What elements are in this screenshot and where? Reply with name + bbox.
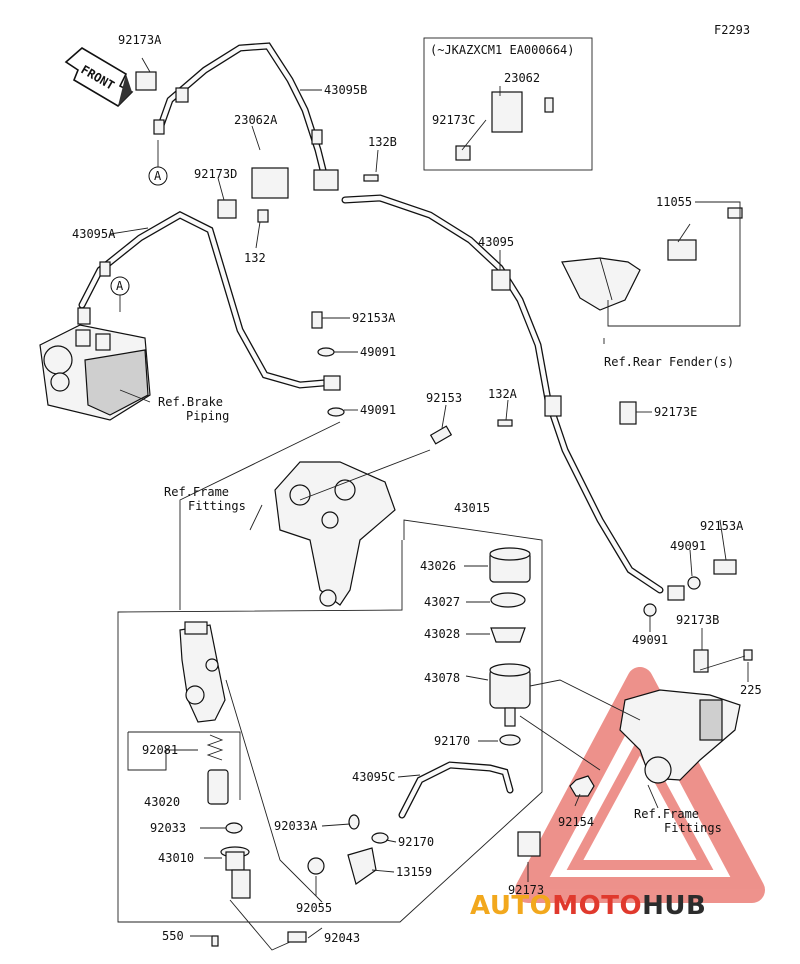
rear-fender-part	[561, 257, 641, 311]
label-43095: 43095	[478, 235, 514, 249]
label-92173C: 92173C	[432, 113, 475, 127]
label-43010: 43010	[158, 851, 194, 865]
label-92153: 92153	[426, 391, 462, 405]
label-92154: 92154	[558, 815, 594, 829]
label-23062: 23062	[504, 71, 540, 85]
label-92033A: 92033A	[274, 819, 318, 833]
label-43078: 43078	[424, 671, 460, 685]
label-43027: 43027	[424, 595, 460, 609]
label-225: 225	[740, 683, 762, 697]
label-92153A-right: 92153A	[700, 519, 744, 533]
label-92055: 92055	[296, 901, 332, 915]
ref-frame-fittings-r1: Ref.Frame	[634, 807, 699, 821]
label-92043: 92043	[324, 931, 360, 945]
label-23062A: 23062A	[234, 113, 278, 127]
label-13159: 13159	[396, 865, 432, 879]
label-92173A: 92173A	[118, 33, 162, 47]
watermark-hub: HUB	[642, 891, 706, 921]
label-43095A: 43095A	[72, 227, 116, 241]
ref-frame-fittings-2: Fittings	[188, 499, 246, 513]
svg-text:A: A	[154, 169, 162, 183]
reservoir-assembly	[489, 547, 531, 727]
label-92173E: 92173E	[654, 405, 697, 419]
label-49091-d: 49091	[632, 633, 668, 647]
marker-a-top: A	[148, 166, 168, 186]
label-132: 132	[244, 251, 266, 265]
label-132B: 132B	[368, 135, 397, 149]
label-92170-a: 92170	[434, 734, 470, 748]
ref-brake-piping-1: Ref.Brake	[158, 395, 223, 409]
label-92033: 92033	[150, 821, 186, 835]
label-550: 550	[162, 929, 184, 943]
label-92173: 92173	[508, 883, 544, 897]
label-43015: 43015	[454, 501, 490, 515]
label-43095C: 43095C	[352, 770, 395, 784]
label-92173D: 92173D	[194, 167, 237, 181]
small-fittings	[77, 71, 753, 947]
footrest-bracket	[619, 689, 741, 784]
label-92081: 92081	[142, 743, 178, 757]
label-43026: 43026	[420, 559, 456, 573]
brake-hoses	[78, 42, 664, 819]
label-43020: 43020	[144, 795, 180, 809]
watermark-auto: AUTO	[470, 891, 552, 921]
variant-note: (~JKAZXCM1 EA000664)	[430, 43, 575, 57]
marker-a-abs: A	[110, 276, 130, 296]
ref-frame-fittings-r2: Fittings	[664, 821, 722, 835]
watermark-moto: MOTO	[552, 891, 642, 921]
abs-unit	[39, 324, 151, 421]
ref-rear-fender: Ref.Rear Fender(s)	[604, 355, 734, 369]
front-arrow-icon	[64, 47, 134, 108]
label-11055: 11055	[656, 195, 692, 209]
figure-code: F2293	[714, 23, 750, 37]
leader-lines	[109, 57, 749, 951]
piston-kit	[206, 734, 251, 899]
watermark-text: AUTOMOTOHUB	[470, 891, 706, 921]
master-cylinder-bracket	[274, 461, 396, 607]
label-49091-b: 49091	[360, 403, 396, 417]
ref-brake-piping-2: Piping	[186, 409, 229, 423]
ref-frame-fittings-1: Ref.Frame	[164, 485, 229, 499]
variant-box	[423, 37, 593, 171]
label-92173B: 92173B	[676, 613, 719, 627]
svg-text:A: A	[116, 279, 124, 293]
label-49091-a: 49091	[360, 345, 396, 359]
label-92153A-top: 92153A	[352, 311, 396, 325]
label-132A: 132A	[488, 387, 518, 401]
label-92170-b: 92170	[398, 835, 434, 849]
label-49091-c: 49091	[670, 539, 706, 553]
label-43028: 43028	[424, 627, 460, 641]
master-cylinder	[179, 621, 226, 723]
label-43095B: 43095B	[324, 83, 367, 97]
